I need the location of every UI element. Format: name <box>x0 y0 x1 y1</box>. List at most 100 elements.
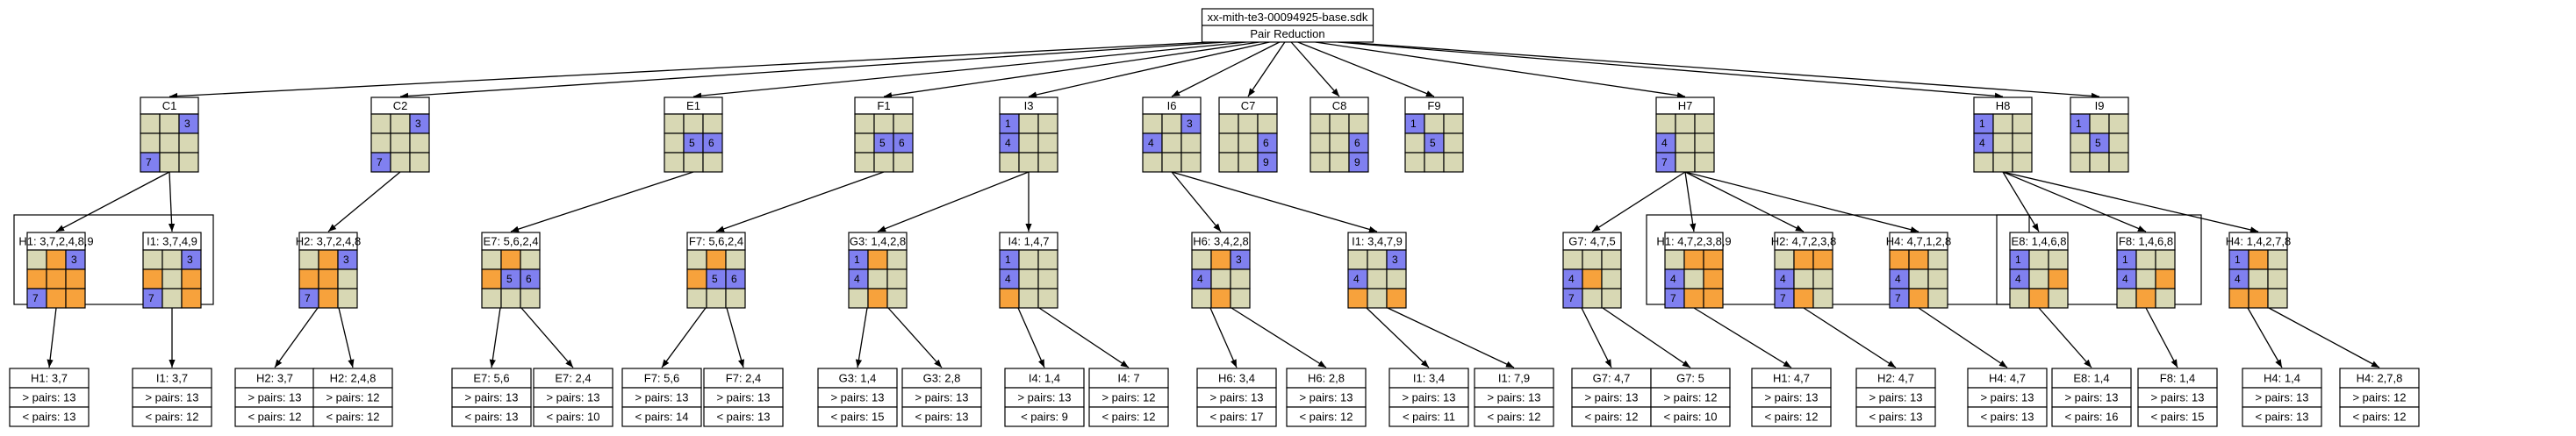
level3-node-h6-2-8[interactable]: H6: 2,8> pairs: 13< pairs: 12 <box>1286 368 1367 427</box>
level3-node-i1-3-4[interactable]: I1: 3,4> pairs: 13< pairs: 11 <box>1388 368 1469 427</box>
level3-node-h2-3-7[interactable]: H2: 3,7> pairs: 13< pairs: 12 <box>234 368 315 427</box>
level2-node-g3-1-4-2-8[interactable]: G3: 1,4,2,814 <box>848 232 908 309</box>
grid-cell <box>1443 132 1464 154</box>
grid-cell <box>140 132 161 154</box>
grid-cell <box>1703 288 1724 309</box>
level3-node-f7-2-4[interactable]: F7: 2,4> pairs: 13< pairs: 13 <box>703 368 784 427</box>
cell-digit: 7 <box>1661 156 1668 168</box>
grid-cell <box>500 249 521 270</box>
node-title: I1: 3,7,4,9 <box>147 234 197 247</box>
level2-node-h1-3-7-2-4-8-9[interactable]: H1: 3,7,2,4,8,937 <box>18 232 94 309</box>
cell-digit: 1 <box>1979 118 1985 130</box>
level2-node-i1-3-4-7-9[interactable]: I1: 3,4,7,934 <box>1347 232 1407 309</box>
result-more-pairs: > pairs: 13 <box>915 390 968 404</box>
level2-node-f8-1-4-6-8[interactable]: F8: 1,4,6,814 <box>2116 232 2176 309</box>
level3-node-g7-5[interactable]: G7: 5> pairs: 12< pairs: 10 <box>1650 368 1731 427</box>
cell-digit: 5 <box>1430 137 1436 149</box>
result-less-pairs: < pairs: 13 <box>915 410 968 423</box>
level2-node-h6-3-4-2-8[interactable]: H6: 3,4,2,834 <box>1191 232 1251 309</box>
level3-node-h4-4-7[interactable]: H4: 4,7> pairs: 13< pairs: 13 <box>1967 368 2048 427</box>
level2-node-h4-1-4-2-7-8[interactable]: H4: 1,4,2,7,814 <box>2226 232 2291 309</box>
level3-node-e7-5-6[interactable]: E7: 5,6> pairs: 13< pairs: 13 <box>451 368 532 427</box>
level3-node-i4-7[interactable]: I4: 7> pairs: 12< pairs: 12 <box>1088 368 1169 427</box>
level2-node-i1-3-7-4-9[interactable]: I1: 3,7,4,937 <box>142 232 202 309</box>
result-row <box>312 406 393 427</box>
grid-cell <box>337 268 358 289</box>
grid-cell <box>2012 152 2033 173</box>
level3-node-g3-1-4[interactable]: G3: 1,4> pairs: 13< pairs: 15 <box>817 368 898 427</box>
cell-digit: 7 <box>146 156 152 168</box>
result-row <box>1088 406 1169 427</box>
level3-node-h6-3-4[interactable]: H6: 3,4> pairs: 13< pairs: 17 <box>1196 368 1277 427</box>
level3-node-f7-5-6[interactable]: F7: 5,6> pairs: 13< pairs: 14 <box>621 368 702 427</box>
node-title: H8 <box>1996 99 2011 112</box>
level2-node-h2-3-7-2-4-8[interactable]: H2: 3,7,2,4,837 <box>296 232 361 309</box>
grid-cell <box>1310 132 1331 154</box>
result-row <box>1855 406 1936 427</box>
level3-node-f8-1-4[interactable]: F8: 1,4> pairs: 13< pairs: 15 <box>2137 368 2218 427</box>
root-file-name: xx-mith-te3-00094925-base.sdk <box>1208 11 1368 24</box>
grid-cell <box>867 249 888 270</box>
level2-node-h4-4-7-1-2-8[interactable]: H4: 4,7,1,2,847 <box>1886 232 1951 309</box>
grid-cell <box>1601 268 1622 289</box>
result-less-pairs: < pairs: 12 <box>326 410 379 423</box>
level3-node-h4-1-4[interactable]: H4: 1,4> pairs: 13< pairs: 13 <box>2242 368 2322 427</box>
node-title: G3: 1,4,2,8 <box>850 234 906 247</box>
node-title: H6: 3,4,2,8 <box>1193 234 1249 247</box>
level3-node-h1-4-7[interactable]: H1: 4,7> pairs: 13< pairs: 12 <box>1751 368 1832 427</box>
level3-node-h4-2-7-8[interactable]: H4: 2,7,8> pairs: 12< pairs: 12 <box>2339 368 2420 427</box>
grid-cell <box>702 113 723 134</box>
grid-cell <box>1908 268 1929 289</box>
result-title: H2: 2,4,8 <box>330 371 377 384</box>
result-more-pairs: > pairs: 13 <box>1402 390 1455 404</box>
cell-digit: 6 <box>708 137 714 149</box>
edge-to-h2-3-7 <box>274 307 319 368</box>
grid-cell <box>886 268 908 289</box>
grid-cell <box>1161 113 1182 134</box>
level3-node-h1-3-7[interactable]: H1: 3,7> pairs: 13< pairs: 13 <box>9 368 90 427</box>
level2-node-e8-1-4-6-8[interactable]: E8: 1,4,6,814 <box>2009 232 2069 309</box>
level2-node-i4-1-4-7[interactable]: I4: 1,4,714 <box>999 232 1058 309</box>
level3-node-e7-2-4[interactable]: E7: 2,4> pairs: 13< pairs: 10 <box>533 368 614 427</box>
grid-cell <box>664 132 685 154</box>
level3-node-i1-7-9[interactable]: I1: 7,9> pairs: 13< pairs: 12 <box>1474 368 1554 427</box>
level3-node-h2-4-7[interactable]: H2: 4,7> pairs: 13< pairs: 13 <box>1855 368 1936 427</box>
result-title: G3: 2,8 <box>923 371 961 384</box>
grid-cell <box>520 249 541 270</box>
grid-cell <box>2135 288 2156 309</box>
result-more-pairs: > pairs: 13 <box>2064 390 2118 404</box>
level2-node-g7-4-7-5[interactable]: G7: 4,7,547 <box>1562 232 1622 309</box>
level3-node-g7-4-7[interactable]: G7: 4,7> pairs: 13< pairs: 12 <box>1571 368 1652 427</box>
grid-cell <box>854 113 875 134</box>
level2-node-h1-4-7-2-3-8-9[interactable]: H1: 4,7,2,3,8,947 <box>1656 232 1732 309</box>
level3-node-i4-1-4[interactable]: I4: 1,4> pairs: 13< pairs: 9 <box>1004 368 1085 427</box>
level3-node-e8-1-4[interactable]: E8: 1,4> pairs: 13< pairs: 16 <box>2051 368 2132 427</box>
level3-node-g3-2-8[interactable]: G3: 2,8 > pairs: 13 < pairs: 13 <box>901 368 982 427</box>
edge-to-g3-1-4-2-8 <box>877 171 1030 232</box>
grid-cell <box>867 288 888 309</box>
grid-cell <box>1694 132 1715 154</box>
level3-node-h2-2-4-8[interactable]: H2: 2,4,8> pairs: 12< pairs: 12 <box>312 368 393 427</box>
level3-node-i1-3-7[interactable]: I1: 3,7> pairs: 13< pairs: 12 <box>132 368 212 427</box>
level2-node-h2-4-7-2-3-8[interactable]: H2: 4,7,2,3,847 <box>1771 232 1836 309</box>
result-row <box>2242 406 2322 427</box>
result-row <box>901 406 982 427</box>
grid-cell <box>1424 113 1445 134</box>
cell-digit: 4 <box>1005 137 1011 149</box>
grid-cell <box>1386 288 1407 309</box>
